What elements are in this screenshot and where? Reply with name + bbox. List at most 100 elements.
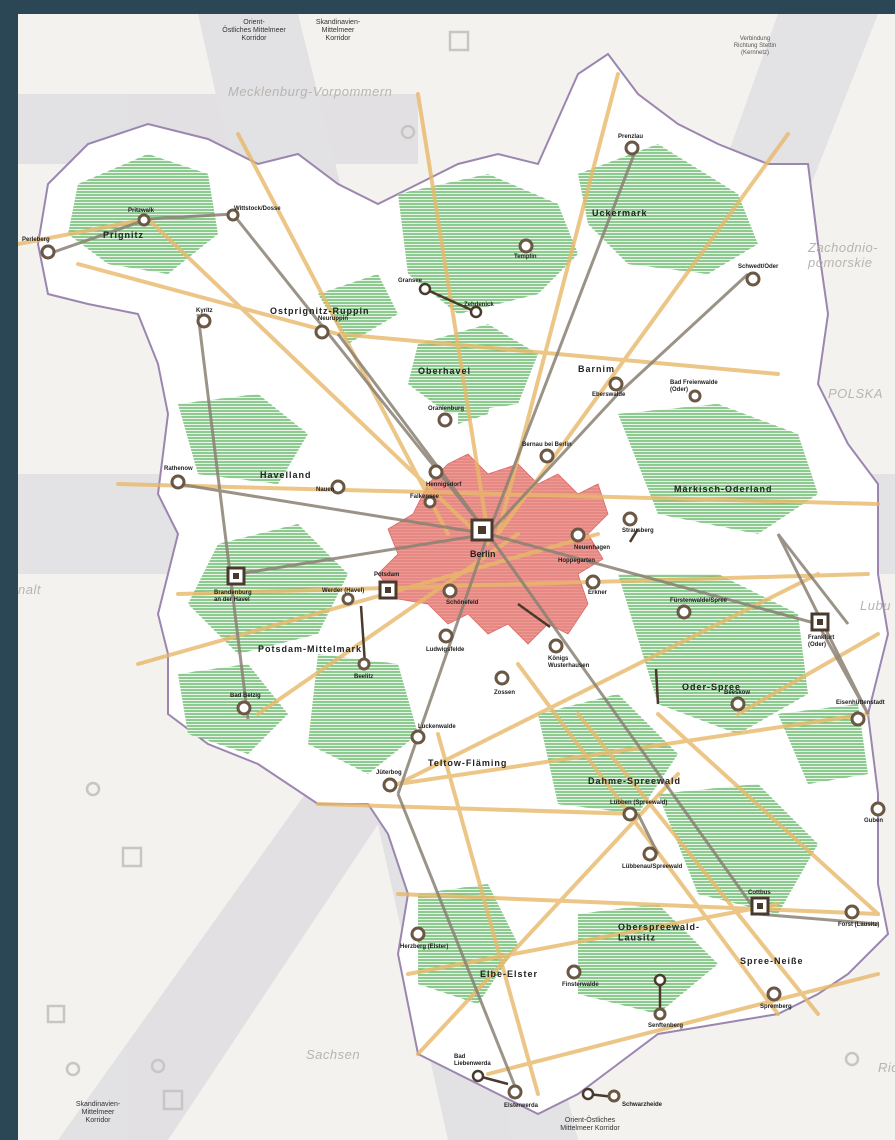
city-jueterbog: Jüterbog (376, 770, 402, 776)
city-herzberg: Herzberg (Elster) (400, 944, 448, 950)
city-spremberg: Spremberg (760, 1004, 792, 1010)
node-schoenefeld (442, 583, 458, 599)
node-spremberg (766, 986, 782, 1002)
district-elbe-elster: Elbe-Elster (480, 969, 538, 979)
node-gransee (418, 282, 432, 296)
city-luckenwalde: Luckenwalde (418, 724, 456, 730)
district-oder-spree: Oder-Spree (682, 682, 741, 692)
region-ric: Ric (878, 1060, 895, 1075)
city-senftenberg: Senftenberg (648, 1023, 683, 1029)
planning-map[interactable]: Mecklenburg-Vorpommern POLSKA Lubu Sachs… (18, 14, 895, 1140)
region-polska: POLSKA (828, 386, 883, 401)
node-eisenhuettenstadt (850, 711, 866, 727)
neighbour-nodes (46, 30, 860, 1111)
node-guben (870, 801, 886, 817)
node-elsterwerda (507, 1084, 523, 1100)
district-labels: Prignitz Ostprignitz-Ruppin Oberhavel Uc… (103, 208, 804, 979)
city-nauen: Nauen (316, 487, 335, 493)
node-zossen (494, 670, 510, 686)
city-elsterwerda: Elsterwerda (504, 1103, 539, 1109)
city-pritzwalk: Pritzwalk (128, 208, 155, 214)
node-nauen (330, 479, 346, 495)
node-neuenhagen (570, 527, 586, 543)
node-herzberg (410, 926, 426, 942)
district-maerkisch: Märkisch-Oderland (674, 484, 773, 494)
city-neuenhagen: Neuenhagen (574, 545, 610, 551)
node-bernau (539, 448, 555, 464)
node-bad-belzig (236, 700, 252, 716)
node-strausberg (622, 511, 638, 527)
node-zehdenick (469, 305, 483, 319)
city-beeskow: Beeskow (724, 690, 750, 696)
node-rathenow (170, 474, 186, 490)
district-prignitz: Prignitz (103, 230, 144, 240)
node-schwedt (745, 271, 761, 287)
node-beelitz (357, 657, 371, 671)
center-nodes[interactable] (40, 140, 886, 1103)
node-templin (518, 238, 534, 254)
city-schwedt: Schwedt/Oder (738, 264, 779, 270)
node-luebben (622, 806, 638, 822)
district-havelland: Havelland (260, 470, 312, 480)
city-strausberg: Strausberg (622, 528, 654, 534)
city-beelitz: Beelitz (354, 674, 373, 680)
city-neuruppin: Neuruppin (318, 316, 348, 322)
node-bad-liebenwerda (471, 1069, 485, 1083)
node-doberlug (581, 1087, 595, 1101)
city-luebben: Lübben (Spreewald) (610, 800, 667, 806)
city-berlin: Berlin (470, 549, 496, 559)
node-beeskow (730, 696, 746, 712)
city-werder: Werder (Havel) (322, 588, 364, 594)
district-potsdam-mittelmark: Potsdam-Mittelmark (258, 644, 362, 654)
city-schoenefeld: Schönefeld (446, 600, 479, 606)
city-schwarzheide: Schwarzheide (622, 1102, 663, 1108)
city-finsterwalde: Finsterwalde (562, 982, 599, 988)
city-luebbenau: Lübbenau/Spreewald (622, 864, 683, 870)
district-uckermark: Uckermark (592, 208, 648, 218)
city-frankfurt: Frankfurt(Oder) (808, 635, 834, 648)
city-fuerstenwalde: Fürstenwalde/Spree (670, 598, 728, 604)
region-mv: Mecklenburg-Vorpommern (228, 84, 392, 99)
node-luckenwalde (410, 729, 426, 745)
node-forst (844, 904, 860, 920)
city-templin: Templin (514, 254, 537, 260)
district-dahme: Dahme-Spreewald (588, 776, 681, 786)
node-schwarzheide (607, 1089, 621, 1103)
node-ludwigsfelde (438, 628, 454, 644)
city-bad-belzig: Bad Belzig (230, 693, 261, 699)
city-ludwigsfelde: Ludwigsfelde (426, 647, 465, 653)
city-prenzlau: Prenzlau (618, 134, 643, 140)
city-falkensee: Falkensee (410, 494, 440, 500)
node-eberswalde (608, 376, 624, 392)
district-teltow: Teltow-Fläming (428, 758, 507, 768)
city-erkner: Erkner (588, 590, 608, 596)
city-gransee: Gransee (398, 278, 423, 284)
node-oranienburg (437, 412, 453, 428)
forest-areas (68, 144, 868, 1014)
node-hennigsdorf (428, 464, 444, 480)
district-ostprignitz: Ostprignitz-Ruppin (270, 306, 369, 316)
map-canvas[interactable]: Mecklenburg-Vorpommern POLSKA Lubu Sachs… (18, 14, 895, 1140)
city-wittstock: Wittstock/Dosse (234, 206, 281, 212)
city-zossen: Zossen (494, 690, 515, 696)
district-spree-neisse: Spree-Neiße (740, 956, 804, 966)
district-barnim: Barnim (578, 364, 615, 374)
linked-centers[interactable] (418, 282, 667, 1101)
region-sachsen: Sachsen (306, 1047, 360, 1062)
city-potsdam: Potsdam (374, 572, 399, 578)
city-guben: Guben (864, 818, 883, 824)
node-luebbenau (642, 846, 658, 862)
node-werder (341, 592, 355, 606)
city-bernau: Bernau bei Berlin (522, 442, 572, 448)
city-zehdenick: Zehdenick (464, 302, 494, 308)
node-jueterbog (382, 777, 398, 793)
node-wittstock (226, 208, 240, 222)
city-eberswalde: Eberswalde (592, 392, 626, 398)
node-erkner (585, 574, 601, 590)
